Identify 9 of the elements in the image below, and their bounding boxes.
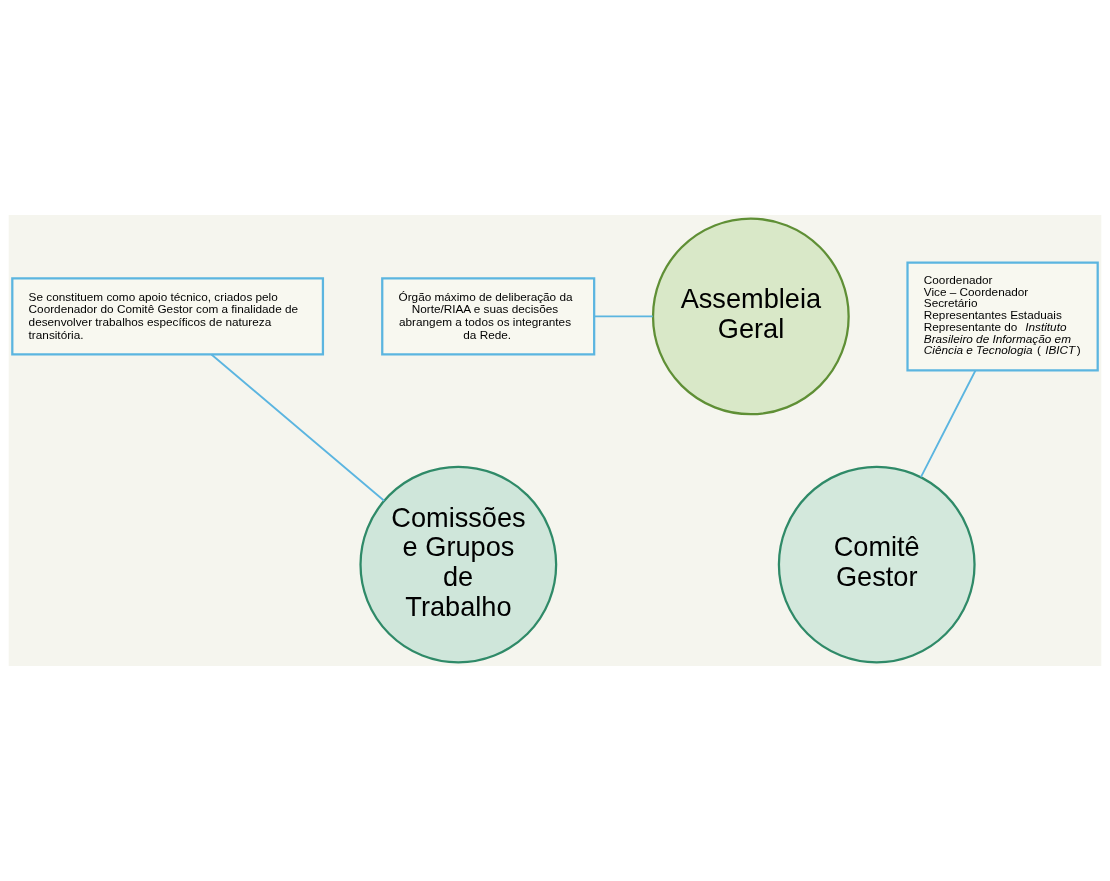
connector <box>920 369 977 479</box>
connector <box>210 353 386 502</box>
node-circle: Comissões e Grupos de Trabalho <box>359 465 558 664</box>
node-box: Coordenador Vice – Coordenador Secretário Representantes Estaduais Representante do Instituto Brasileiro de Informação em Ciência e Tecnologia (IBICT) <box>906 261 1099 372</box>
node-box: Se constituem como apoio técnico, criados pelo Coordenador do Comitê Gestor com a finalidade de desenvolver trabalhos específicos de natureza transitória. <box>11 277 325 356</box>
connector <box>593 315 654 318</box>
node-circle: Comitê Gestor <box>777 465 976 664</box>
node-circle: Assembleia Geral <box>651 217 850 416</box>
node-box: Órgão máximo de deliberação da Norte/RIAA e suas decisões abrangem a todos os integrantes da Rede. <box>381 277 596 356</box>
